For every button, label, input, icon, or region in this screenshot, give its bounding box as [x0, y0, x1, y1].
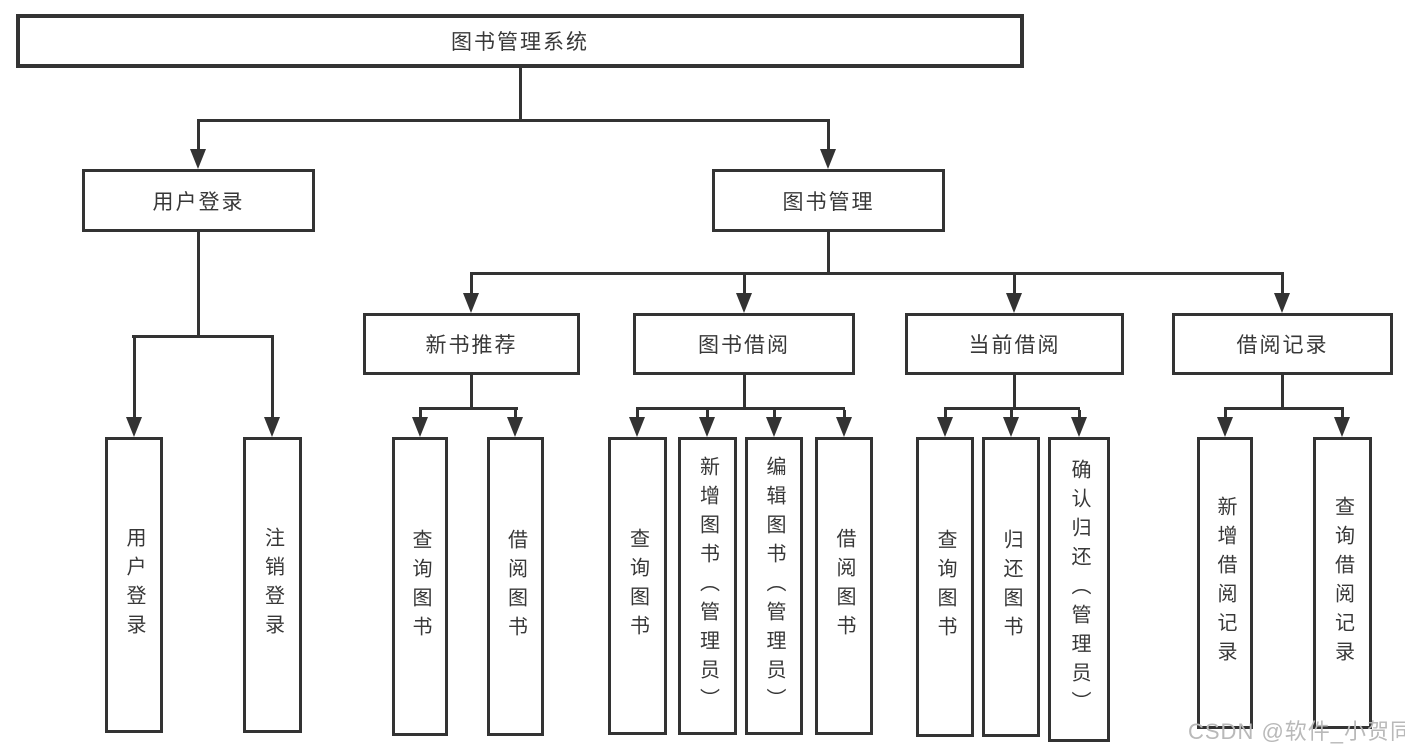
arrowhead-logout-leaf	[264, 417, 280, 437]
leaf-query-books-recommend-label: 查询图书	[409, 528, 431, 645]
edge-level2-bus	[470, 272, 1284, 275]
leaf-user-login: 用户登录	[105, 437, 163, 733]
node-user-login-branch: 用户登录	[82, 169, 315, 232]
edge-to-current-borrow	[1013, 275, 1016, 295]
arrowhead-edit-books	[766, 417, 782, 437]
edge-level1-bus	[197, 119, 830, 122]
edge-to-new-book-recommend	[470, 275, 473, 295]
node-borrow-records: 借阅记录	[1172, 313, 1393, 375]
edge-borrow-bus	[636, 407, 845, 410]
edge-to-borrow-records	[1281, 275, 1284, 295]
edge-to-book-borrow	[743, 275, 746, 295]
edge-current-stem	[1013, 375, 1016, 407]
edge-to-edit-books	[773, 410, 776, 419]
edge-recommend-bus	[419, 407, 518, 410]
arrowhead-user-login-leaf	[126, 417, 142, 437]
arrowhead-borrow-books	[836, 417, 852, 437]
edge-to-query-record	[1341, 410, 1344, 419]
edge-to-query-books-borrow	[636, 410, 639, 419]
leaf-edit-books-admin: 编辑图书（管理员）	[745, 437, 803, 735]
edge-user-login-bus	[132, 335, 274, 338]
edge-to-user-login-leaf	[133, 338, 136, 418]
arrowhead-add-record	[1217, 417, 1233, 437]
arrowhead-book-borrow	[736, 293, 752, 313]
edge-to-return-books	[1010, 410, 1013, 419]
edge-current-bus	[944, 407, 1080, 410]
edge-borrow-stem	[743, 375, 746, 407]
node-current-borrow: 当前借阅	[905, 313, 1124, 375]
node-root-label: 图书管理系统	[451, 31, 589, 54]
arrowhead-query-books-recommend	[412, 417, 428, 437]
leaf-borrow-books: 借阅图书	[815, 437, 873, 735]
leaf-query-books-borrow: 查询图书	[608, 437, 667, 735]
leaf-query-books-borrow-label: 查询图书	[626, 528, 649, 644]
leaf-return-books: 归还图书	[982, 437, 1040, 737]
leaf-confirm-return-admin-label: 确认归还（管理员）	[1068, 459, 1090, 720]
leaf-query-books-recommend: 查询图书	[392, 437, 448, 736]
edge-records-stem	[1281, 375, 1284, 407]
leaf-borrow-books-label: 借阅图书	[833, 528, 855, 644]
leaf-query-books-current: 查询图书	[916, 437, 974, 737]
leaf-query-borrow-record: 查询借阅记录	[1313, 437, 1372, 729]
arrowhead-query-record	[1334, 417, 1350, 437]
edge-to-borrow-books	[843, 410, 846, 419]
leaf-edit-books-admin-label: 编辑图书（管理员）	[763, 455, 785, 717]
node-book-management: 图书管理	[712, 169, 945, 232]
leaf-add-books-admin: 新增图书（管理员）	[678, 437, 737, 735]
leaf-return-books-label: 归还图书	[1000, 529, 1022, 645]
leaf-query-books-current-label: 查询图书	[934, 529, 956, 645]
edge-user-login-stem	[197, 232, 200, 335]
leaf-logout-label: 注销登录	[261, 527, 284, 643]
edge-book-management-stem	[827, 232, 830, 272]
arrowhead-borrow-records	[1274, 293, 1290, 313]
leaf-add-books-admin-label: 新增图书（管理员）	[696, 455, 719, 717]
arrowhead-return-books	[1003, 417, 1019, 437]
node-book-borrow-label: 图书借阅	[698, 334, 790, 357]
edge-recommend-stem	[470, 375, 473, 407]
arrowhead-user-login-branch	[190, 149, 206, 169]
leaf-add-borrow-record: 新增借阅记录	[1197, 437, 1253, 729]
arrowhead-query-books-borrow	[629, 417, 645, 437]
arrowhead-current-borrow	[1006, 293, 1022, 313]
arrowhead-borrow-books-recommend	[507, 417, 523, 437]
arrowhead-confirm-return	[1071, 417, 1087, 437]
edge-to-confirm-return	[1078, 410, 1081, 419]
node-user-login-branch-label: 用户登录	[152, 190, 245, 214]
arrowhead-new-book-recommend	[463, 293, 479, 313]
csdn-watermark: CSDN @软件_小贺同学	[1188, 719, 1405, 744]
edge-to-query-books-current	[944, 410, 947, 419]
leaf-confirm-return-admin: 确认归还（管理员）	[1048, 437, 1110, 742]
node-new-book-recommend-label: 新书推荐	[425, 334, 518, 357]
edge-to-add-record	[1224, 410, 1227, 419]
edge-to-book-management	[827, 121, 830, 151]
leaf-borrow-books-recommend: 借阅图书	[487, 437, 544, 736]
leaf-borrow-books-recommend-label: 借阅图书	[504, 528, 527, 645]
leaf-query-borrow-record-label: 查询借阅记录	[1331, 496, 1354, 670]
edge-to-user-login-branch	[197, 121, 200, 151]
edge-root-drop	[519, 68, 522, 120]
node-root: 图书管理系统	[16, 14, 1024, 68]
arrowhead-query-books-current	[937, 417, 953, 437]
arrowhead-add-books	[699, 417, 715, 437]
edge-to-query-books-recommend	[419, 410, 422, 419]
leaf-user-login-label: 用户登录	[123, 527, 145, 643]
arrowhead-book-management	[820, 149, 836, 169]
node-current-borrow-label: 当前借阅	[968, 334, 1061, 357]
edge-to-add-books	[706, 410, 709, 419]
leaf-add-borrow-record-label: 新增借阅记录	[1214, 496, 1236, 670]
node-borrow-records-label: 借阅记录	[1236, 334, 1329, 357]
leaf-logout: 注销登录	[243, 437, 302, 733]
edge-to-logout-leaf	[271, 338, 274, 418]
node-new-book-recommend: 新书推荐	[363, 313, 580, 375]
edge-to-borrow-books-recommend	[514, 410, 517, 419]
edge-records-bus	[1224, 407, 1344, 410]
node-book-management-label: 图书管理	[782, 190, 875, 214]
node-book-borrow: 图书借阅	[633, 313, 855, 375]
